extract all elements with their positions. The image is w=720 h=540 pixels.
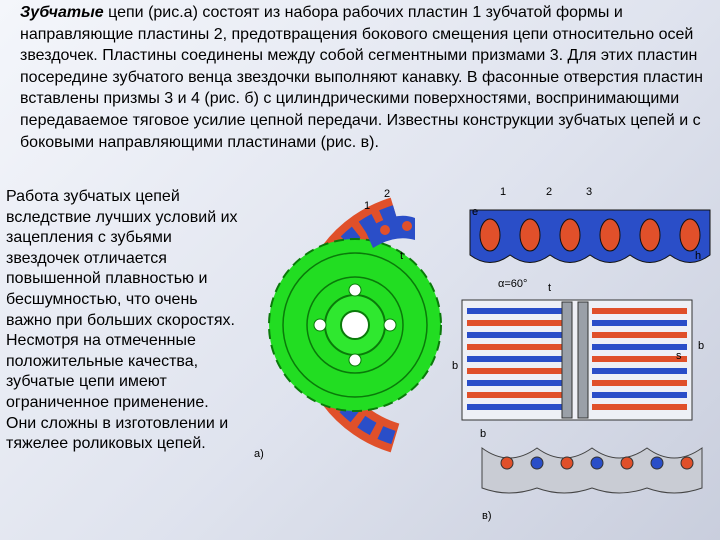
plan-plates [467, 308, 687, 410]
label-3-top: 3 [586, 186, 593, 198]
label-s: s [676, 350, 682, 362]
label-2-top: 2 [546, 186, 553, 198]
label-alpha: α=60° [498, 278, 528, 290]
figure-a-label: а) [254, 448, 264, 460]
label-t-a: t [400, 250, 404, 262]
v-rollers [500, 456, 694, 470]
label-1-a: 1 [364, 200, 371, 212]
plan-pins [561, 301, 589, 419]
figure-chain-profile [469, 209, 711, 263]
side-paragraph: Работа зубчатых цепей вследствие лучших … [6, 188, 238, 453]
figure-v-label: в) [482, 510, 492, 522]
figure-a-sprocket [268, 197, 442, 453]
label-e: e [472, 206, 479, 218]
label-1-top: 1 [500, 186, 507, 198]
label-h: h [695, 250, 702, 262]
chain-profile-rollers [479, 218, 701, 252]
figure-b-plan [461, 299, 693, 421]
intro-lead: Зубчатые [20, 4, 104, 21]
label-t-top: t [548, 282, 552, 294]
intro-text: цепи (рис.а) состоят из набора рабочих п… [20, 4, 703, 151]
label-b-right: b [698, 340, 705, 352]
label-2-a: 2 [384, 188, 391, 200]
figure-v-chain [481, 447, 703, 494]
label-b-left: b [452, 360, 459, 372]
sprocket-gear [268, 238, 442, 412]
chain-top-segment [365, 215, 415, 248]
intro-paragraph: Зубчатые цепи (рис.а) состоят из набора … [20, 2, 715, 153]
figure-b-label: b [480, 428, 487, 440]
